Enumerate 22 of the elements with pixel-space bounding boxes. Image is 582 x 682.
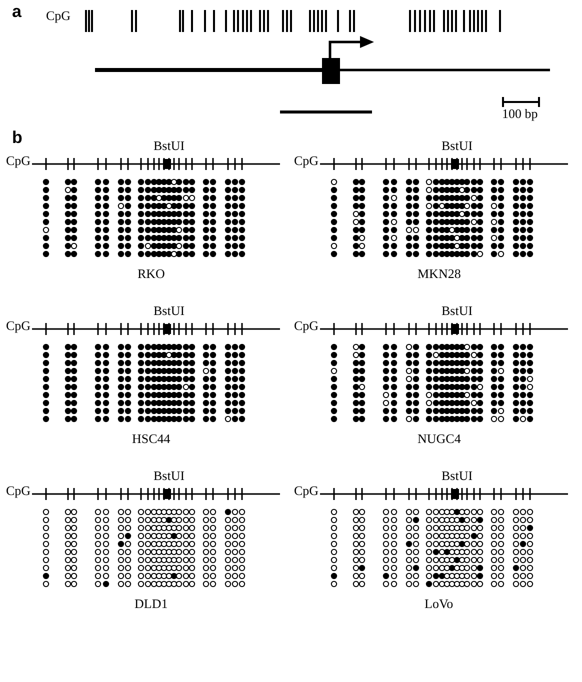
cpg-label: CpG	[294, 153, 319, 169]
cpg-label: CpG	[6, 318, 31, 334]
cell-line-label: HSC44	[132, 431, 170, 447]
enzyme-label: BstUI	[154, 303, 185, 319]
scale-label: 100 bp	[502, 106, 538, 122]
cpg-label: CpG	[294, 318, 319, 334]
cpg-label: CpG	[6, 483, 31, 499]
cell-line-label: NUGC4	[418, 431, 461, 447]
cell-line-label: RKO	[138, 266, 165, 282]
panel-letter: a	[12, 2, 22, 22]
enzyme-label: BstUI	[154, 138, 185, 154]
cell-line-label: DLD1	[134, 596, 168, 612]
enzyme-label: BstUI	[442, 138, 473, 154]
panel-letter: b	[12, 128, 22, 148]
enzyme-label: BstUI	[442, 468, 473, 484]
cpg-label: CpG	[294, 483, 319, 499]
cpg-label: CpG	[46, 8, 71, 24]
cell-line-label: MKN28	[418, 266, 461, 282]
enzyme-label: BstUI	[442, 303, 473, 319]
enzyme-label: BstUI	[154, 468, 185, 484]
cpg-label: CpG	[6, 153, 31, 169]
cell-line-label: LoVo	[424, 596, 454, 612]
